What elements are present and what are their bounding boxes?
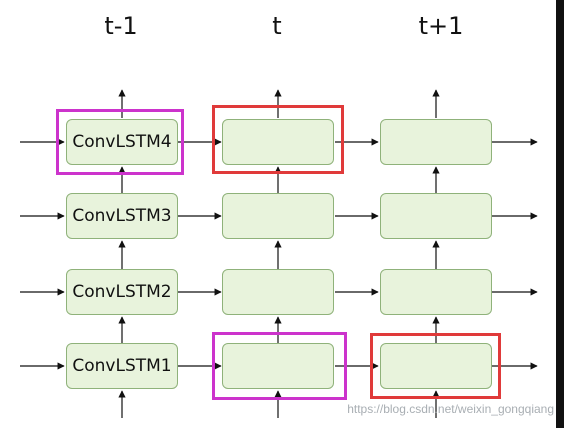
cell-convlstm3-t-minus-1: ConvLSTM3 — [66, 193, 178, 239]
cell-convlstm1-t-minus-1: ConvLSTM1 — [66, 343, 178, 389]
column-label-t-plus-1: t+1 — [418, 12, 464, 40]
cell-layer3-t-plus-1 — [380, 193, 492, 239]
cell-layer1-t-plus-1 — [380, 343, 492, 389]
highlight-red-layer1-t-plus-1 — [370, 333, 501, 399]
highlight-magenta-convlstm4 — [56, 109, 184, 175]
cell-layer4-t-plus-1 — [380, 119, 492, 165]
cell-layer1-t — [222, 343, 334, 389]
column-label-t: t — [272, 12, 282, 40]
watermark: https://blog.csdn.net/weixin_gongqiang — [347, 402, 554, 416]
right-edge-bar — [556, 0, 564, 428]
column-label-t-minus-1: t-1 — [104, 12, 138, 40]
cell-layer2-t-plus-1 — [380, 269, 492, 315]
highlight-magenta-layer1-t — [212, 332, 347, 400]
cell-layer2-t — [222, 269, 334, 315]
cell-layer4-t — [222, 119, 334, 165]
cell-convlstm4-t-minus-1: ConvLSTM4 — [66, 119, 178, 165]
highlight-red-layer4-t — [212, 105, 344, 174]
cell-convlstm2-t-minus-1: ConvLSTM2 — [66, 269, 178, 315]
cell-layer3-t — [222, 193, 334, 239]
